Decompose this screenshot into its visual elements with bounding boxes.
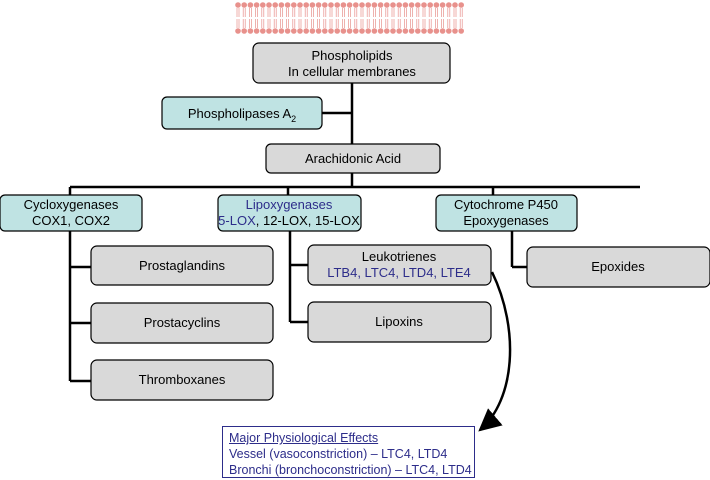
arrow-to-effects [478, 271, 512, 432]
physiological-effects-box: Major Physiological Effects Vessel (vaso… [222, 426, 475, 478]
phospholipases-label: Phospholipases A2 [188, 106, 296, 124]
phospholipases-subscript: 2 [291, 114, 296, 124]
cytochrome-node: Cytochrome P450 Epoxygenases [435, 194, 578, 232]
thromboxanes-node: Thromboxanes [90, 359, 274, 401]
leukotrienes-line1: Leukotrienes [362, 249, 437, 264]
connector-lines [68, 82, 640, 383]
cyp-line2: Epoxygenases [463, 213, 549, 228]
phospholipids-line1: Phospholipids [312, 48, 393, 63]
lox-line1: Lipoxygenases [246, 197, 333, 212]
thromboxanes-label: Thromboxanes [139, 372, 226, 387]
effects-line1: Vessel (vasoconstriction) – LTC4, LTD4 [229, 447, 448, 461]
cox-line1: Cycloxygenases [24, 197, 119, 212]
lox-line2: 5-LOX, 12-LOX, 15-LOX [218, 213, 360, 228]
lipoxins-node: Lipoxins [307, 301, 492, 343]
arachidonic-acid-node: Arachidonic Acid [265, 143, 441, 174]
leukotrienes-line2: LTB4, LTC4, LTD4, LTE4 [327, 265, 471, 280]
prostaglandins-node: Prostaglandins [90, 245, 274, 286]
epoxides-label: Epoxides [591, 259, 645, 274]
leukotrienes-node: Leukotrienes LTB4, LTC4, LTD4, LTE4 [307, 244, 492, 286]
effects-line2: Bronchi (bronchoconstriction) – LTC4, LT… [229, 463, 472, 477]
phospholipids-node: Phospholipids In cellular membranes [252, 42, 451, 84]
lipoxygenases-node: Lipoxygenases 5-LOX, 12-LOX, 15-LOX [217, 194, 362, 232]
prostacyclins-node: Prostacyclins [90, 302, 274, 344]
prostacyclins-label: Prostacyclins [144, 315, 221, 330]
epoxides-node: Epoxides [526, 246, 710, 288]
cox-line2: COX1, COX2 [32, 213, 110, 228]
arachidonic-acid-label: Arachidonic Acid [305, 151, 401, 166]
cycloxygenases-node: Cycloxygenases COX1, COX2 [0, 194, 143, 232]
cyp-line1: Cytochrome P450 [454, 197, 558, 212]
phospholipases-node: Phospholipases A2 [161, 96, 323, 130]
phospholipids-line2: In cellular membranes [288, 64, 416, 79]
effects-title: Major Physiological Effects [229, 431, 379, 445]
membrane-bilayer-icon [235, 2, 465, 34]
lipoxins-label: Lipoxins [375, 314, 423, 329]
prostaglandins-label: Prostaglandins [139, 258, 225, 273]
